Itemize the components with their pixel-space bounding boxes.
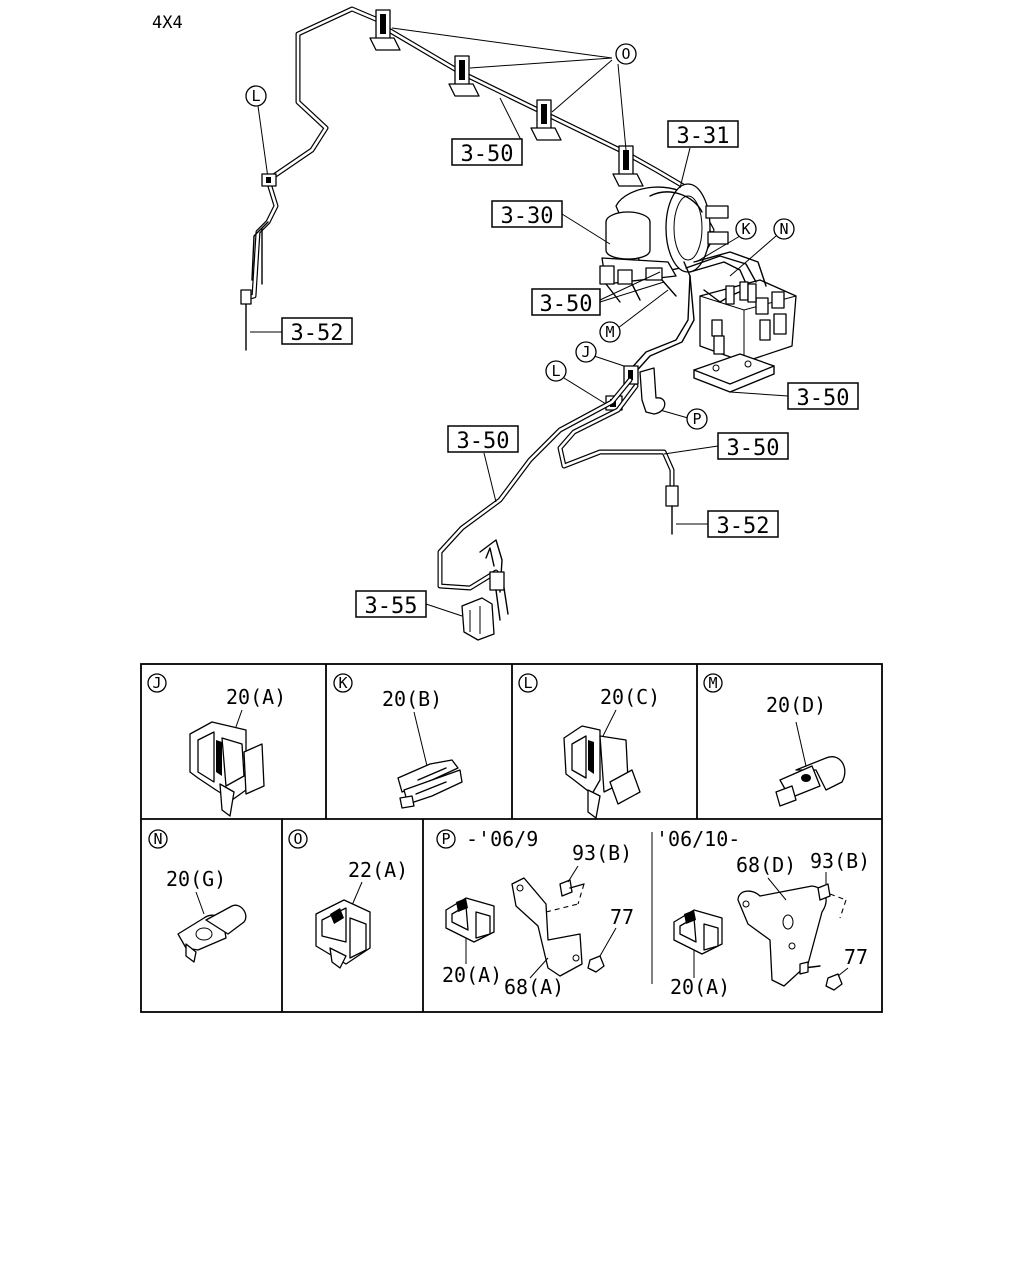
marker-k: K (735, 218, 757, 240)
callout-bracket-pipe: 3-50 (729, 382, 859, 411)
svg-text:M: M (708, 674, 717, 692)
svg-text:20(A): 20(A) (670, 975, 730, 999)
late-stud-icon (799, 961, 821, 975)
svg-text:-'06/9: -'06/9 (466, 827, 538, 851)
o-clip-4 (612, 145, 644, 187)
pipe-clip-left (261, 173, 277, 187)
o-leaders (391, 27, 627, 151)
detail-l: L 20(C) (518, 673, 660, 819)
svg-text:68(D): 68(D) (736, 853, 796, 877)
svg-text:20(D): 20(D) (766, 693, 826, 717)
callout-valve: 3-55 (355, 590, 463, 619)
marker-n: N (773, 218, 795, 240)
svg-text:20(B): 20(B) (382, 687, 442, 711)
detail-o: O 22(A) (288, 829, 408, 969)
clip-20c-icon (563, 725, 641, 819)
svg-text:K: K (338, 674, 347, 692)
svg-text:O: O (293, 830, 302, 848)
svg-text:3-50: 3-50 (727, 436, 780, 461)
o-clip-1 (369, 9, 401, 51)
master-cylinder (599, 211, 677, 303)
svg-text:3-55: 3-55 (365, 594, 418, 619)
svg-text:P: P (692, 410, 701, 428)
top-brake-pipe (240, 6, 715, 351)
callout-hose-right: 3-52 (676, 510, 779, 539)
callout-booster: 3-31 (667, 120, 739, 189)
bolt-93b-icon (559, 879, 585, 897)
detail-k: K 20(B) (333, 673, 463, 809)
callout-pipe-left: 3-50 (447, 425, 519, 503)
svg-text:N: N (153, 830, 162, 848)
variant-label: 4X4 (152, 13, 183, 33)
svg-text:68(A): 68(A) (504, 975, 564, 999)
callout-pipe-mc: 3-50 (531, 271, 665, 317)
svg-text:J: J (152, 674, 161, 692)
detail-p: P -'06/9 93(B) 77 20(A) 68(A) (436, 827, 870, 999)
svg-text:20(A): 20(A) (442, 963, 502, 987)
clip-20a-icon (189, 721, 265, 817)
marker-o-top: O (615, 43, 637, 65)
early-clip-20a-icon (445, 897, 495, 943)
proportioning-valve (461, 571, 509, 641)
lower-brake-pipes (437, 377, 679, 593)
svg-text:M: M (605, 323, 614, 341)
marker-j: J (575, 341, 597, 363)
nut-77-icon (587, 955, 605, 973)
callout-hose-left: 3-52 (250, 317, 353, 346)
svg-text:77: 77 (610, 905, 634, 929)
svg-text:L: L (251, 87, 260, 105)
clip-20d-icon (775, 756, 846, 807)
clip-22a-icon (315, 899, 371, 969)
callout-master-cylinder: 3-30 (491, 200, 611, 245)
hydraulic-unit (693, 279, 797, 393)
svg-text:3-50: 3-50 (461, 142, 514, 167)
callout-pipe-top: 3-50 (451, 97, 523, 167)
svg-text:O: O (621, 45, 630, 63)
bracket-68d-icon (737, 885, 827, 987)
svg-text:22(A): 22(A) (348, 858, 408, 882)
svg-text:3-31: 3-31 (677, 124, 730, 149)
detail-n: N 20(G) (148, 829, 247, 963)
svg-text:L: L (551, 362, 560, 380)
marker-l-top: L (245, 85, 267, 107)
marker-l-mid: L (545, 360, 567, 382)
svg-text:N: N (779, 220, 788, 238)
abs-pipes (627, 251, 767, 377)
bracket-68a-icon (511, 877, 583, 977)
late-bolt-93b-icon (817, 883, 831, 901)
svg-text:20(C): 20(C) (600, 685, 660, 709)
svg-text:3-52: 3-52 (291, 321, 344, 346)
svg-text:20(G): 20(G) (166, 867, 226, 891)
clip-20b-icon (397, 759, 463, 809)
svg-text:3-30: 3-30 (501, 204, 554, 229)
svg-text:3-50: 3-50 (797, 386, 850, 411)
svg-text:'06/10-: '06/10- (656, 827, 740, 851)
svg-text:20(A): 20(A) (226, 685, 286, 709)
svg-text:P: P (441, 830, 450, 848)
marker-m: M (599, 321, 621, 343)
clip-20g-icon (177, 904, 247, 963)
detail-m: M 20(D) (703, 673, 846, 807)
detail-table (140, 663, 883, 1013)
svg-text:93(B): 93(B) (572, 841, 632, 865)
svg-text:3-50: 3-50 (540, 292, 593, 317)
svg-text:93(B): 93(B) (810, 849, 870, 873)
svg-text:77: 77 (844, 945, 868, 969)
svg-text:3-52: 3-52 (717, 514, 770, 539)
svg-text:L: L (523, 674, 532, 692)
detail-j: J 20(A) (147, 673, 286, 817)
late-clip-20a-icon (673, 909, 723, 955)
late-nut-77-icon (825, 973, 843, 991)
svg-text:K: K (741, 220, 750, 238)
callout-pipe-right: 3-50 (663, 432, 789, 461)
svg-text:J: J (581, 343, 590, 361)
o-clip-2 (448, 55, 480, 97)
svg-text:3-50: 3-50 (457, 429, 510, 454)
marker-p: P (686, 408, 708, 430)
o-clip-3 (530, 99, 562, 141)
